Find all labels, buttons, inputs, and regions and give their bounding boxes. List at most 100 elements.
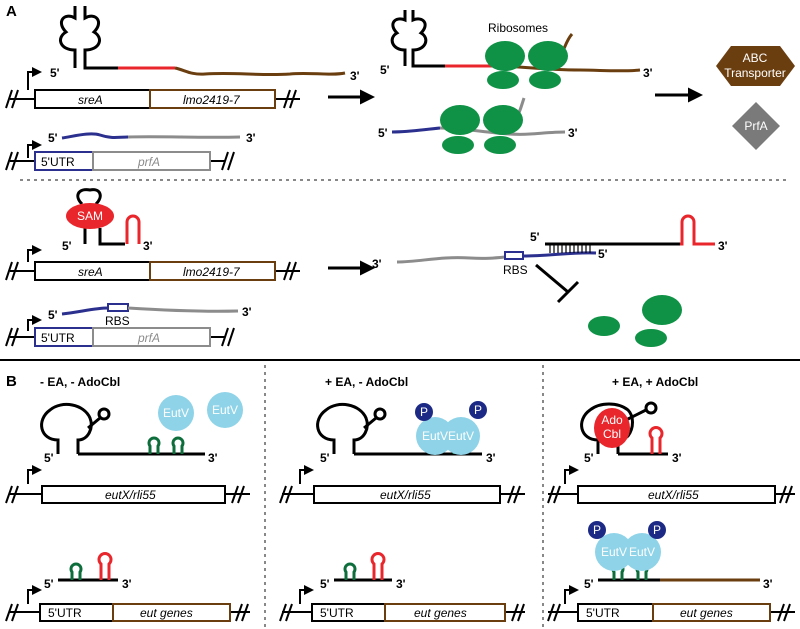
- utr-label: 5'UTR: [586, 606, 620, 620]
- eutv-protein: [158, 395, 194, 431]
- eut-genes-label: eut genes: [140, 606, 193, 620]
- five-prime-label: 5': [50, 66, 60, 80]
- col1-eutx-rna: 5' 3' EutV EutV: [40, 392, 243, 465]
- abc-label: ABC: [743, 51, 768, 65]
- ribosome-small: [487, 71, 519, 89]
- col3-eutx-gene: eutX/rli55: [547, 465, 795, 504]
- five-prime-label: 5': [62, 239, 72, 253]
- sam-riboswitch: SAM 5' 3': [62, 188, 153, 253]
- five-prime-label: 5': [44, 451, 54, 465]
- ribosomes-label: Ribosomes: [488, 21, 548, 35]
- phosphate-marker: [415, 403, 433, 421]
- eutv-protein: [207, 392, 243, 428]
- three-prime-label: 3': [143, 239, 153, 253]
- three-prime-label: 3': [372, 257, 382, 271]
- riboswitch-rna-a1: 5' 3': [50, 6, 360, 83]
- inhibition-line: [535, 263, 569, 294]
- col3-eut-gene: 5'UTR eut genes: [547, 585, 795, 622]
- gene-srea-lmo-a1: sreA lmo2419-7: [5, 67, 300, 109]
- five-prime-label: 5': [530, 230, 540, 244]
- ribosome-small: [635, 329, 667, 347]
- eutv-label: EutV: [601, 545, 627, 559]
- phosphate-marker: [588, 521, 606, 539]
- abc-transporter-protein: ABC Transporter: [716, 46, 795, 86]
- gene-prfa-a1: 5'UTR prfA: [5, 140, 235, 171]
- translation-a1: 5' 3' Ribosomes: [380, 10, 653, 89]
- ribosome-large: [483, 105, 523, 135]
- prfa-protein-label: PrfA: [744, 119, 767, 133]
- eutv-label: EutV: [163, 406, 189, 420]
- utr-label: 5'UTR: [41, 331, 75, 345]
- col2-eut-gene: 5'UTR eut genes: [279, 585, 525, 622]
- p-label: P: [593, 523, 601, 537]
- p-label: P: [474, 403, 482, 417]
- prfa-rna-a2: 5' 3' RBS: [48, 303, 252, 328]
- three-prime-label: 3': [718, 239, 728, 253]
- five-prime-label: 5': [584, 577, 594, 591]
- three-prime-label: 3': [122, 577, 132, 591]
- adocbl-molecule: [594, 408, 630, 448]
- five-prime-label: 5': [48, 308, 58, 322]
- condition-2-title: + EA, - AdoCbl: [325, 375, 408, 389]
- col2-eut-rna: 5' 3': [320, 552, 406, 591]
- three-prime-label: 3': [672, 451, 682, 465]
- lmo-label: lmo2419-7: [183, 93, 241, 107]
- ribosome-large: [528, 41, 568, 71]
- ribosome-small: [529, 71, 561, 89]
- eutv-protein: [442, 417, 480, 455]
- eutx-label: eutX/rli55: [648, 488, 699, 502]
- inhibition-bar: [556, 280, 580, 304]
- prfa-gene-label: prfA: [137, 155, 160, 169]
- lmo-label: lmo2419-7: [183, 265, 241, 279]
- eutx-label: eutX/rli55: [105, 488, 156, 502]
- eutv-label: EutV: [448, 429, 474, 443]
- five-prime-label: 5': [584, 451, 594, 465]
- ribosome-large: [642, 295, 682, 325]
- translation-a1-prfa: 5' 3': [378, 97, 578, 154]
- srea-label: sreA: [78, 93, 103, 107]
- three-prime-label: 3': [208, 451, 218, 465]
- utr-label: 5'UTR: [320, 606, 354, 620]
- col1-eut-gene: 5'UTR eut genes: [5, 585, 250, 622]
- five-prime-label: 5': [44, 577, 54, 591]
- condition-3-title: + EA, + AdoCbl: [612, 375, 698, 389]
- p-label: P: [420, 405, 428, 419]
- five-prime-label: 5': [320, 451, 330, 465]
- col2-eutx-rna: 5' 3' EutV EutV P P: [316, 401, 496, 465]
- base-pair-ticks: [549, 244, 591, 253]
- five-prime-label: 5': [320, 577, 330, 591]
- eut-genes-label: eut genes: [680, 606, 733, 620]
- ado-label: Ado: [601, 413, 623, 427]
- eutv-label: EutV: [422, 429, 448, 443]
- five-prime-label: 5': [378, 126, 388, 140]
- cbl-label: Cbl: [603, 427, 621, 441]
- eutv-protein: [623, 533, 661, 571]
- panel-b-label: B: [6, 373, 17, 390]
- eut-genes-label: eut genes: [414, 606, 467, 620]
- phosphate-marker: [469, 401, 487, 419]
- utr-label: 5'UTR: [41, 155, 75, 169]
- rbs-label: RBS: [503, 263, 528, 277]
- three-prime-label: 3': [486, 451, 496, 465]
- prfa-protein: PrfA: [732, 102, 780, 150]
- eutv-protein: [595, 533, 633, 571]
- three-prime-label: 3': [763, 577, 773, 591]
- ribosome-small: [484, 136, 516, 154]
- three-prime-label: 3': [246, 131, 256, 145]
- srea-label: sreA: [78, 265, 103, 279]
- col1-eut-rna: 5' 3': [44, 552, 132, 591]
- three-prime-label: 3': [242, 305, 252, 319]
- col2-eutx-gene: eutX/rli55: [279, 465, 525, 504]
- five-prime-label: 5': [380, 63, 390, 77]
- gene-srea-lmo-a2: sreA lmo2419-7: [5, 245, 300, 281]
- five-prime-label: 5': [48, 131, 58, 145]
- eutx-label: eutX/rli55: [380, 488, 431, 502]
- sam-label: SAM: [77, 209, 103, 223]
- col3-eutx-rna: Ado Cbl 5' 3': [580, 401, 682, 465]
- rbs-label: RBS: [105, 314, 130, 328]
- phosphate-marker: [648, 521, 666, 539]
- gene-prfa-a2: 5'UTR prfA: [5, 315, 235, 347]
- antisense-pairing: 3' 5' 5' 3' RBS: [372, 214, 728, 347]
- three-prime-label: 3': [350, 69, 360, 83]
